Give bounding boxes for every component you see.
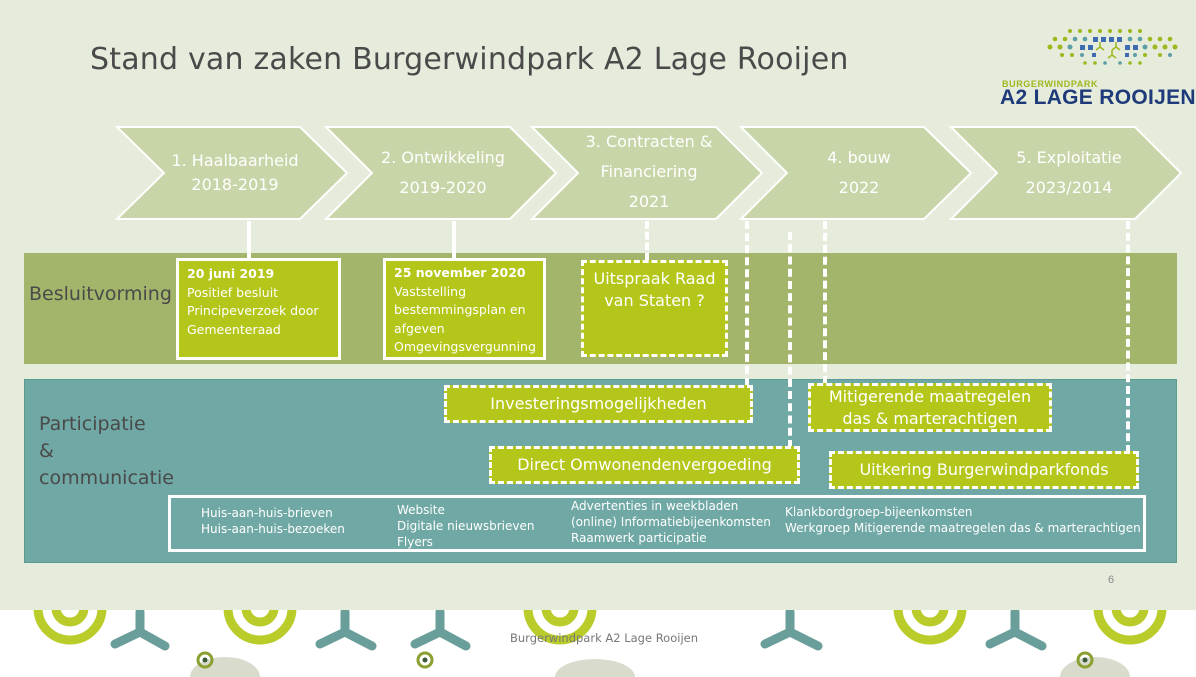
phase-4-period: 2022 — [838, 178, 880, 197]
activity-item: (online) Informatiebijeenkomsten — [571, 515, 771, 529]
phase-1-period: 2018-2019 — [191, 175, 279, 194]
mitigerend-line2: das & marterachtigen — [842, 408, 1018, 428]
activity-item: Website — [397, 503, 445, 517]
decision-box-3: Uitspraak Raad van Staten ? — [581, 260, 728, 357]
activity-item: Huis-aan-huis-brieven — [201, 506, 333, 520]
decision-2-line: bestemmingsplan en — [394, 302, 526, 317]
footer-text: Burgerwindpark A2 Lage Rooijen — [510, 631, 699, 645]
footer-strip — [0, 610, 1196, 677]
phase-2-label: 2. Ontwikkeling 2019-2020 — [368, 143, 518, 203]
decision-1-line: Positief besluit — [187, 284, 279, 300]
connector-line — [823, 221, 827, 384]
activity-item: Werkgroep Mitigerende maatregelen das & … — [785, 521, 1141, 535]
activity-item: Digitale nieuwsbrieven — [397, 519, 535, 533]
phase-5-period: 2023/2014 — [1025, 178, 1113, 197]
phase-2-name: 2. Ontwikkeling — [381, 148, 505, 167]
phase-1-label: 1. Haalbaarheid 2018-2019 — [160, 146, 310, 200]
omwonenden-box: Direct Omwonendenvergoeding — [489, 446, 800, 484]
activity-item: Flyers — [397, 535, 433, 549]
phase-4-label: 4. bouw 2022 — [784, 143, 934, 203]
slide-title: Stand van zaken Burgerwindpark A2 Lage R… — [90, 42, 849, 77]
phase-2-period: 2019-2020 — [399, 178, 487, 197]
activity-item: Advertenties in weekbladen — [571, 499, 739, 513]
omwonenden-label: Direct Omwonendenvergoeding — [517, 455, 772, 474]
participatie-label-line2: & — [39, 440, 54, 462]
mitigerend-box: Mitigerende maatregelen das & marteracht… — [808, 383, 1052, 432]
footer-pattern-icon — [33, 610, 1167, 677]
phase-arrows — [114, 126, 1183, 220]
activities-col-2: Website Digitale nieuwsbrieven Flyers — [397, 502, 534, 550]
investering-label: Investeringsmogelijkheden — [490, 394, 707, 413]
phase-1-name: 1. Haalbaarheid — [171, 151, 299, 170]
decision-3-line2: van Staten ? — [604, 291, 705, 310]
phase-arrow-3 — [529, 126, 764, 220]
page-number: 6 — [1108, 574, 1115, 586]
phase-3-label: 3. Contracten & Financiering 2021 — [574, 127, 724, 217]
besluitvorming-label: Besluitvorming — [29, 283, 172, 305]
decision-2-line: Omgevingsvergunning — [394, 339, 536, 354]
activities-col-4: Klankbordgroep-bijeenkomsten Werkgroep M… — [785, 504, 1141, 536]
decision-3-line1: Uitspraak Raad — [593, 269, 716, 288]
mitigerend-line1: Mitigerende maatregelen — [828, 386, 1032, 406]
connector-line — [452, 221, 456, 259]
phase-5-name: 5. Exploitatie — [1016, 148, 1122, 167]
participatie-label: Participatie & communicatie — [39, 411, 174, 492]
logo-title: A2 LAGE ROOIJEN — [1000, 86, 1196, 109]
logo — [1000, 25, 1190, 115]
activities-col-1: Huis-aan-huis-brieven Huis-aan-huis-bezo… — [201, 505, 345, 537]
phase-arrow-2 — [323, 126, 558, 220]
connector-line — [1126, 221, 1130, 453]
decision-box-1: 20 juni 2019 Positief besluit Principeve… — [176, 258, 341, 360]
connector-line — [745, 221, 749, 386]
activities-col-3: Advertenties in weekbladen (online) Info… — [571, 498, 771, 546]
decision-1-date: 20 juni 2019 — [187, 266, 275, 281]
decision-2-line: Vaststelling — [394, 283, 467, 299]
decision-2-date: 25 november 2020 — [394, 265, 526, 280]
phase-4-name: 4. bouw — [827, 148, 891, 167]
slide: Stand van zaken Burgerwindpark A2 Lage R… — [0, 0, 1196, 610]
phase-5-label: 5. Exploitatie 2023/2014 — [994, 143, 1144, 203]
decision-2-line: afgeven — [394, 320, 445, 336]
activity-item: Klankbordgroep-bijeenkomsten — [785, 505, 973, 519]
logo-subtitle: BURGERWINDPARK — [1002, 79, 1099, 89]
phase-3-name: 3. Contracten & — [585, 132, 713, 151]
phase-arrow-4 — [738, 126, 973, 220]
activity-item: Huis-aan-huis-bezoeken — [201, 522, 345, 536]
decision-1-line: Gemeenteraad — [187, 321, 281, 337]
connector-line — [645, 221, 649, 261]
phase-arrow-1 — [114, 126, 349, 220]
logo-dots-icon — [1047, 29, 1178, 65]
phase-3-period: 2021 — [628, 192, 670, 211]
connector-line — [788, 232, 792, 448]
phase-3-name-2: Financiering — [600, 162, 698, 181]
fonds-box: Uitkering Burgerwindparkfonds — [829, 451, 1139, 489]
connector-line — [247, 221, 251, 259]
activities-box — [168, 495, 1146, 552]
participatie-label-line1: Participatie — [39, 413, 146, 435]
activity-item: Raamwerk participatie — [571, 531, 707, 545]
participatie-label-line3: communicatie — [39, 467, 174, 489]
investering-box: Investeringsmogelijkheden — [444, 385, 753, 423]
fonds-label: Uitkering Burgerwindparkfonds — [859, 460, 1109, 479]
decision-box-2: 25 november 2020 Vaststelling bestemming… — [383, 258, 546, 360]
phase-arrow-5 — [948, 126, 1183, 220]
decision-1-line: Principeverzoek door — [187, 303, 319, 318]
